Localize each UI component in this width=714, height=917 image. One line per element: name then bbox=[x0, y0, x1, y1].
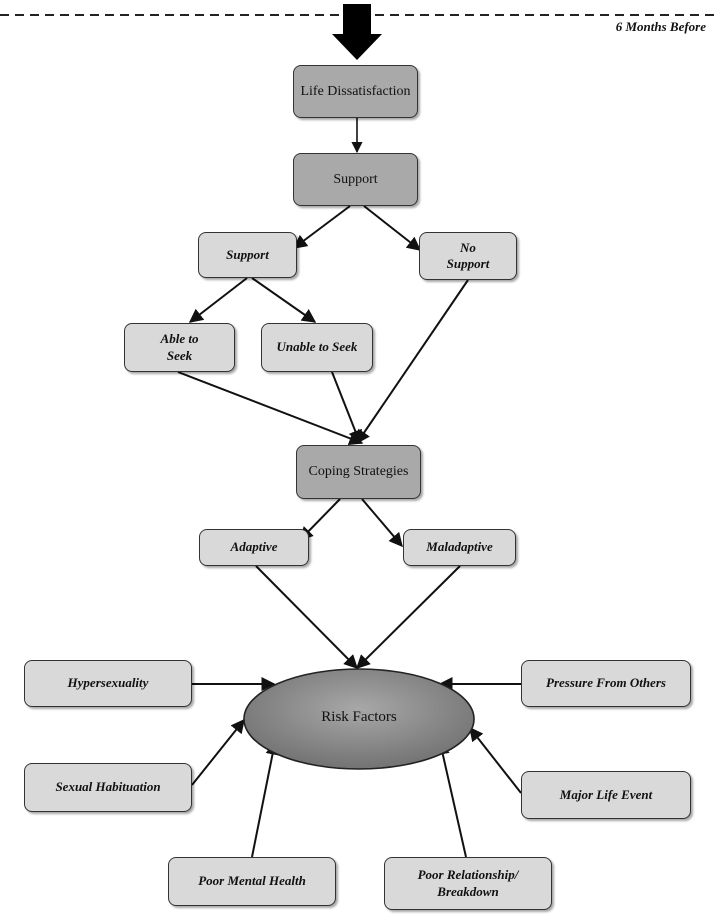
node-life-dissatisfaction: Life Dissatisfaction bbox=[293, 65, 418, 118]
arrow-adaptive-to-risk bbox=[255, 565, 358, 669]
arrow-unable-to-coping bbox=[331, 371, 362, 445]
node-maladaptive-label: Maladaptive bbox=[426, 539, 493, 555]
node-hypersexuality-label: Hypersexuality bbox=[67, 675, 149, 691]
node-no-support: No Support bbox=[419, 232, 517, 280]
node-coping-strategies-label: Coping Strategies bbox=[308, 464, 409, 480]
node-maladaptive: Maladaptive bbox=[403, 529, 516, 566]
arrow-coping-to-maladaptive bbox=[361, 498, 403, 548]
node-pressure-from-others-label: Pressure From Others bbox=[546, 675, 666, 691]
node-support-label: Support bbox=[333, 171, 378, 187]
start-arrow-icon bbox=[332, 4, 382, 60]
arrow-habituation-to-risk bbox=[191, 718, 245, 786]
arrow-mental-health-to-risk bbox=[251, 740, 280, 858]
node-adaptive: Adaptive bbox=[199, 529, 309, 566]
arrow-support-yes-to-unable bbox=[251, 277, 317, 323]
arrow-major-event-to-risk bbox=[469, 726, 522, 794]
timeline-label: 6 Months Before bbox=[615, 19, 706, 34]
node-sexual-habituation-label: Sexual Habituation bbox=[55, 779, 161, 795]
node-support-yes-label: Support bbox=[226, 246, 269, 262]
arrow-support-to-support-yes bbox=[292, 205, 351, 249]
arrow-maladaptive-to-risk bbox=[356, 565, 461, 669]
node-no-support-label: No Support bbox=[446, 239, 490, 271]
node-able-to-seek: Able to Seek bbox=[124, 323, 235, 372]
arrow-able-to-coping bbox=[177, 371, 364, 445]
node-hypersexuality: Hypersexuality bbox=[24, 660, 192, 707]
arrow-support-yes-to-able bbox=[188, 277, 248, 323]
node-poor-mental-health-label: Poor Mental Health bbox=[198, 873, 306, 889]
node-coping-strategies: Coping Strategies bbox=[296, 445, 421, 499]
node-able-to-seek-label: Able to Seek bbox=[160, 331, 199, 363]
node-major-life-event-label: Major Life Event bbox=[559, 786, 653, 802]
node-adaptive-label: Adaptive bbox=[230, 539, 278, 555]
node-support-yes: Support bbox=[198, 232, 297, 278]
node-major-life-event: Major Life Event bbox=[521, 771, 691, 819]
node-poor-mental-health: Poor Mental Health bbox=[168, 857, 336, 906]
risk-factors-ellipse bbox=[243, 668, 475, 770]
node-life-dissatisfaction-label: Life Dissatisfaction bbox=[300, 83, 411, 99]
arrow-relationship-to-risk bbox=[435, 740, 467, 858]
node-unable-to-seek: Unable to Seek bbox=[261, 323, 373, 372]
node-unable-to-seek-label: Unable to Seek bbox=[276, 339, 358, 355]
node-poor-relationship: Poor Relationship/ Breakdown bbox=[384, 857, 552, 910]
node-risk-factors-label: Risk Factors bbox=[321, 709, 397, 725]
arrow-no-support-to-coping bbox=[356, 279, 469, 445]
node-pressure-from-others: Pressure From Others bbox=[521, 660, 691, 707]
arrow-support-to-no-support bbox=[363, 205, 422, 251]
node-sexual-habituation: Sexual Habituation bbox=[24, 763, 192, 812]
node-support: Support bbox=[293, 153, 418, 206]
node-poor-relationship-label: Poor Relationship/ Breakdown bbox=[417, 867, 519, 899]
